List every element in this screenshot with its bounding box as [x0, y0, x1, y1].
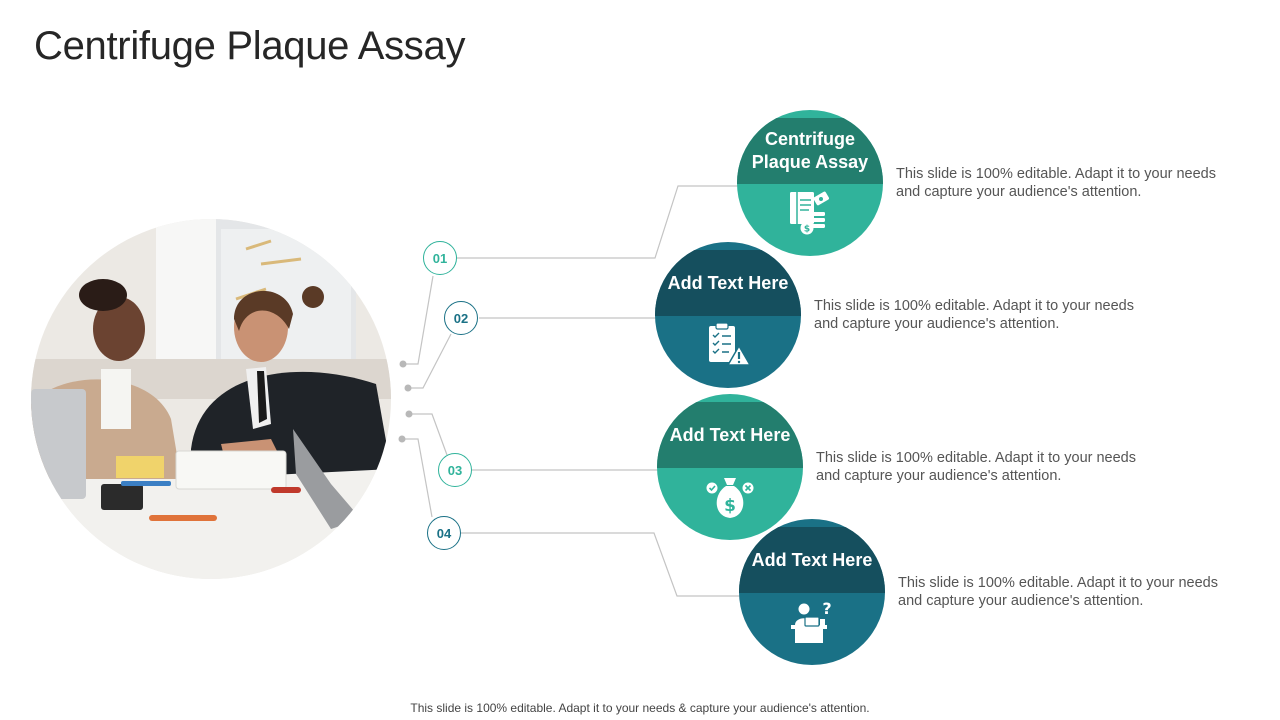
connector-line-01-right [457, 185, 738, 259]
footer-note: This slide is 100% editable. Adapt it to… [410, 701, 870, 715]
step-number-03: 03 [438, 453, 472, 487]
clipboard-warning-icon [709, 322, 752, 366]
step-circle-03: Add Text Here $ [657, 394, 803, 540]
connector-line-04 [402, 438, 433, 518]
connector-dot-04 [398, 435, 406, 443]
step-heading-04: Add Text Here [739, 527, 885, 593]
step-description-03: This slide is 100% editable. Adapt it to… [816, 450, 1136, 484]
step-number-04: 04 [427, 516, 461, 550]
svg-text:$: $ [804, 225, 810, 235]
connector-line-04-right [461, 532, 742, 597]
money-bag-decision-icon: $ [706, 478, 754, 518]
step-heading-01: Centrifuge Plaque Assay [737, 118, 883, 184]
step-heading-03: Add Text Here [657, 402, 803, 468]
person-desk-question-icon: ? [791, 599, 832, 643]
step-circle-01: Centrifuge Plaque Assay $ [737, 110, 883, 256]
step-circle-04: Add Text Here ? [739, 519, 885, 665]
connector-dot-01 [399, 360, 407, 368]
meeting-photo [31, 219, 391, 579]
step-circle-02: Add Text Here [655, 242, 801, 388]
connector-dot-02 [404, 384, 412, 392]
step-heading-02: Add Text Here [655, 250, 801, 316]
svg-text:?: ? [822, 599, 831, 618]
connector-dot-03 [405, 410, 413, 418]
step-description-02: This slide is 100% editable. Adapt it to… [814, 298, 1134, 332]
step-description-01: This slide is 100% editable. Adapt it to… [896, 166, 1216, 200]
step-number-02: 02 [444, 301, 478, 335]
connector-line-03 [409, 413, 448, 456]
page-title: Centrifuge Plaque Assay [34, 24, 466, 68]
svg-text:$: $ [724, 496, 736, 516]
step-description-04: This slide is 100% editable. Adapt it to… [898, 575, 1218, 609]
connector-line-01 [403, 275, 434, 365]
connector-line-02 [408, 333, 452, 389]
document-money-icon: $ [790, 191, 830, 235]
step-number-01: 01 [423, 241, 457, 275]
